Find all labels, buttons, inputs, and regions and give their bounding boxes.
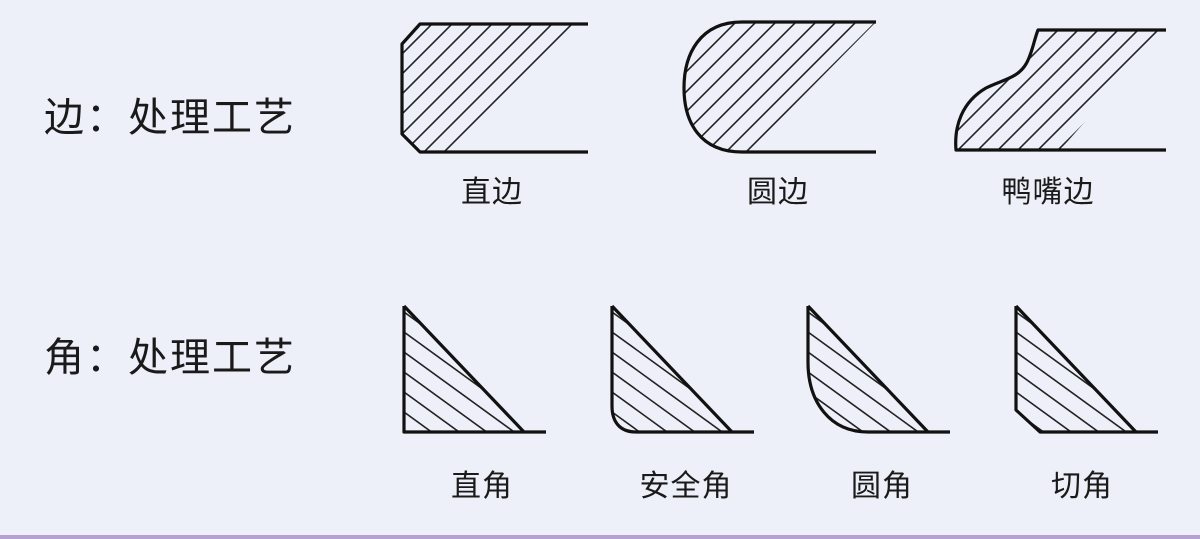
round-corner-diagram <box>804 302 954 438</box>
safety-corner-label: 安全角 <box>639 469 733 504</box>
corner-process-title: 角：处理工艺 <box>44 335 296 381</box>
right-angle-diagram <box>400 302 550 438</box>
chamfer-corner-label: 切角 <box>1051 469 1113 504</box>
duckbill-edge-label: 鸭嘴边 <box>1001 175 1095 210</box>
duckbill-edge-diagram <box>952 26 1172 158</box>
round-edge-diagram <box>680 18 880 160</box>
bottom-border <box>0 535 1200 539</box>
safety-corner-diagram <box>608 302 758 438</box>
right-angle-label: 直角 <box>451 469 513 504</box>
straight-edge-diagram <box>398 18 598 160</box>
edge-process-title: 边：处理工艺 <box>44 95 296 141</box>
chamfer-corner-diagram <box>1012 302 1162 438</box>
straight-edge-label: 直边 <box>461 175 523 210</box>
round-edge-label: 圆边 <box>747 175 809 210</box>
round-corner-label: 圆角 <box>851 469 913 504</box>
